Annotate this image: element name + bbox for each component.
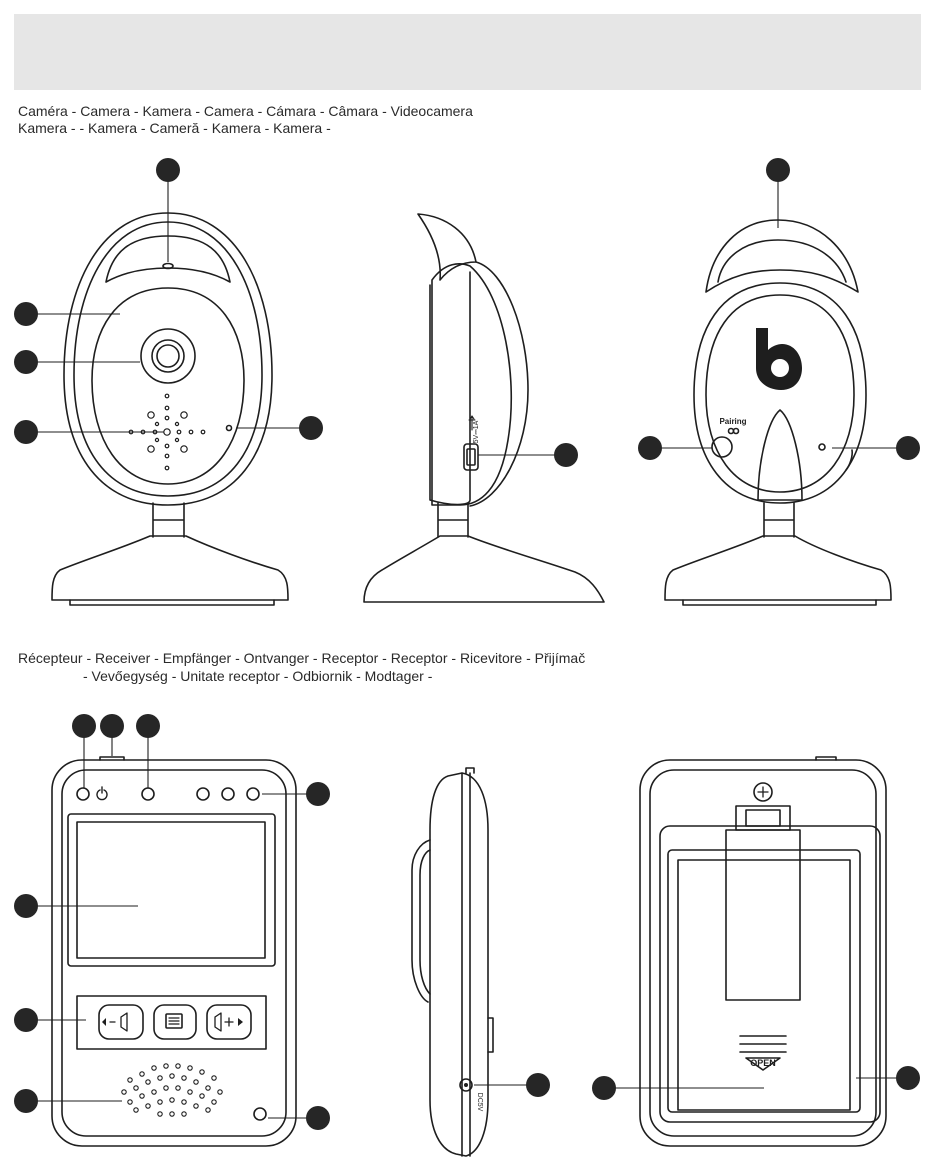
camera-front-neck	[153, 503, 184, 537]
camera-back-neck	[764, 503, 794, 537]
camera-side-view	[364, 214, 604, 602]
callout-marker	[638, 436, 662, 460]
camera-side-base	[364, 536, 604, 602]
callout-marker	[72, 714, 96, 738]
receiver-feature-button	[142, 788, 154, 800]
camera-mic-hole	[227, 426, 232, 431]
receiver-screen-frame	[68, 814, 275, 966]
usb-rating-label: 5V⎓1A	[473, 420, 480, 443]
callout-markers	[14, 158, 920, 1130]
camera-back-view	[665, 220, 891, 605]
camera-back-shell	[694, 283, 866, 503]
callout-marker	[14, 420, 38, 444]
camera-light-sensor	[163, 264, 173, 269]
receiver-led-3	[247, 788, 259, 800]
belt-clip	[412, 840, 430, 1002]
receiver-screen	[77, 822, 265, 958]
volume-up-icon	[215, 1013, 233, 1031]
callout-marker	[14, 350, 38, 374]
battery-cover	[660, 826, 880, 1122]
pairing-label: Pairing	[719, 417, 746, 426]
receiver-mic-hole	[77, 788, 89, 800]
camera-front-base	[52, 536, 288, 600]
camera-back-hood	[706, 220, 858, 292]
callout-marker	[306, 782, 330, 806]
callout-marker	[14, 302, 38, 326]
camera-back-fin	[758, 410, 802, 500]
camera-side-hood	[418, 214, 476, 280]
callout-marker	[14, 894, 38, 918]
dc-rating-label: DC5V	[476, 1093, 483, 1112]
camera-lens-ring	[141, 329, 195, 383]
camera-side-neck	[438, 503, 468, 537]
power-icon	[97, 787, 107, 800]
callout-marker	[526, 1073, 550, 1097]
callout-marker	[299, 416, 323, 440]
callout-marker	[136, 714, 160, 738]
battery-latch	[740, 1036, 786, 1052]
receiver-led-2	[222, 788, 234, 800]
callout-marker	[156, 158, 180, 182]
callout-marker	[592, 1076, 616, 1100]
camera-back-led	[819, 444, 825, 450]
callout-marker	[766, 158, 790, 182]
menu-icon	[169, 1018, 179, 1024]
camera-front-view	[52, 213, 288, 605]
camera-back-base	[665, 536, 891, 600]
callout-marker	[896, 1066, 920, 1090]
receiver-front-view	[52, 757, 296, 1146]
menu-button	[154, 1005, 196, 1039]
receiver-mic	[254, 1108, 266, 1120]
callout-lines	[26, 170, 908, 1118]
callout-marker	[14, 1089, 38, 1113]
callout-marker	[896, 436, 920, 460]
belt-clip-back	[726, 830, 800, 1000]
volume-down-icon	[110, 1013, 127, 1031]
callout-marker	[554, 443, 578, 467]
receiver-front-body	[52, 760, 296, 1146]
brand-b-logo	[756, 328, 802, 390]
receiver-led-1	[197, 788, 209, 800]
battery-door-label: OPEN	[750, 1058, 776, 1068]
receiver-speaker-grille	[122, 1064, 222, 1116]
callout-marker	[100, 714, 124, 738]
camera-side-shell	[432, 264, 511, 505]
usb-port	[464, 444, 478, 470]
callout-marker	[14, 1008, 38, 1032]
callout-marker	[306, 1106, 330, 1130]
